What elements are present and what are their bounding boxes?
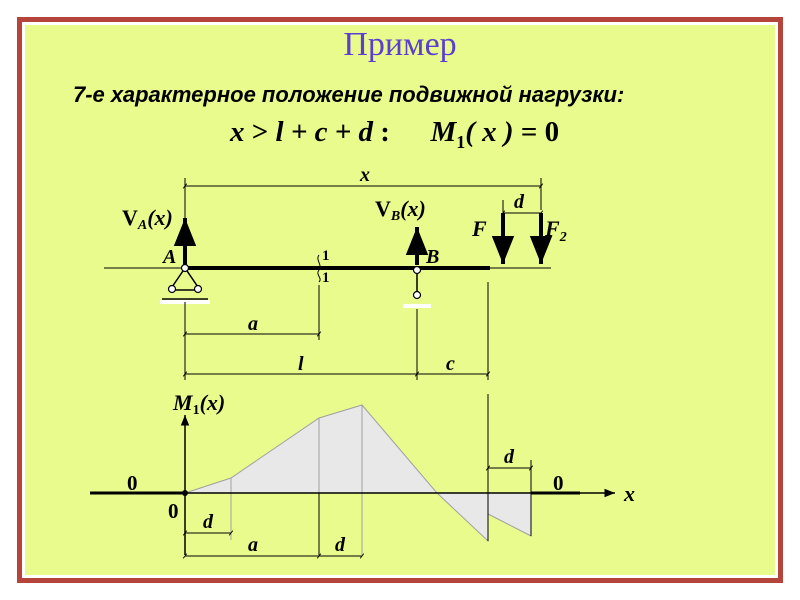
slide-subtitle: 7-е характерное положение подвижной нагр… <box>73 82 625 107</box>
formula-x: x <box>230 116 245 148</box>
moment-area-negative <box>435 492 532 543</box>
support-b-label: B <box>425 246 439 268</box>
dim-d-right-label: d <box>504 446 515 468</box>
x-axis-label: x <box>623 481 635 506</box>
moment-area-positive <box>184 404 439 494</box>
dim-d-bottom-label: d <box>203 511 214 533</box>
dim-x-label: x <box>359 164 370 186</box>
formula-colon: : <box>373 116 390 148</box>
dim-l-label: l <box>298 353 304 375</box>
dim-a-bottom-label: a <box>248 534 258 556</box>
formula-moment: M <box>430 116 457 148</box>
origin-point <box>182 490 188 496</box>
support-b <box>403 265 431 308</box>
formula-gt: > <box>244 116 276 148</box>
condition-formula: x > l + c + d : M1( x ) = 0 <box>230 116 559 153</box>
moment-diagram: M1(x) x 0 0 0 d d a d <box>90 390 635 559</box>
origin-label: 0 <box>168 499 179 523</box>
section-label-bottom: 1 <box>322 270 330 286</box>
dim-d-bottom2-label: d <box>335 534 346 556</box>
moment-axis-label: M1(x) <box>172 390 225 418</box>
zero-right-label: 0 <box>553 471 564 495</box>
support-a <box>160 263 210 300</box>
reaction-a-label: VA(x) <box>122 205 173 233</box>
dim-a-label: a <box>248 313 258 335</box>
force-2-label: F2 <box>544 216 567 245</box>
zero-left-label: 0 <box>127 471 138 495</box>
dim-d-top-label: d <box>514 191 525 213</box>
section-label-top: 1 <box>322 248 330 264</box>
dim-c-label: c <box>446 353 455 375</box>
formula-moment-arg: ( x ) <box>465 116 514 148</box>
beam-scheme: x d <box>104 164 567 380</box>
section-1-1-mark <box>317 254 321 283</box>
formula-terms: l + c + d <box>275 116 374 148</box>
reaction-b-label: VB(x) <box>375 196 426 224</box>
support-a-label: A <box>161 246 176 268</box>
slide-title: Пример <box>343 26 457 63</box>
formula-moment-sub: 1 <box>456 131 466 152</box>
formula-equals: = 0 <box>513 116 560 148</box>
force-1-label: F <box>471 216 487 241</box>
